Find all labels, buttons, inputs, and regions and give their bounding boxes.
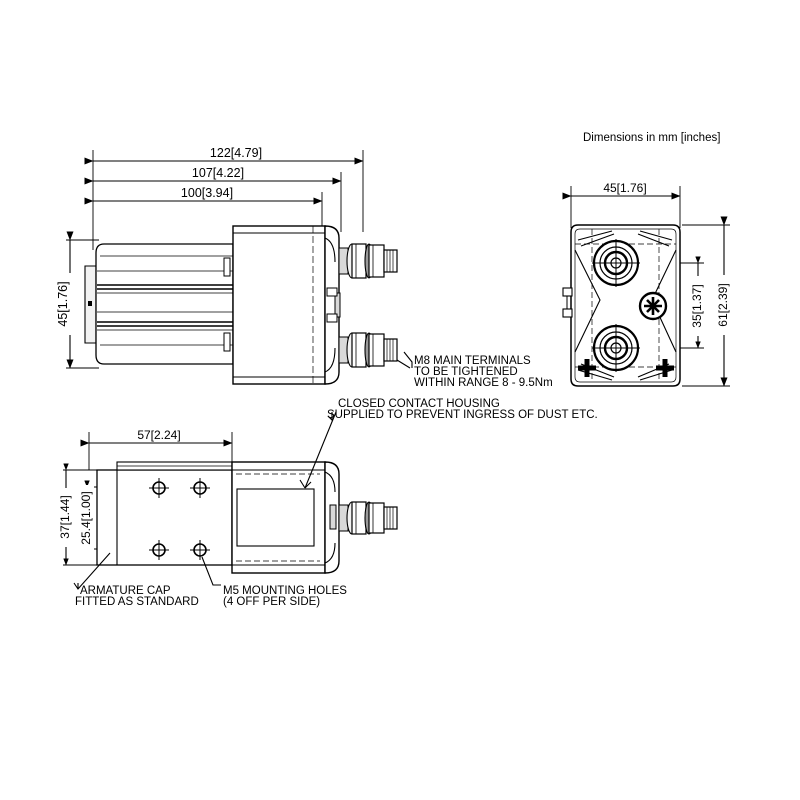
dimension-mounting-hole-pitch-width-label: 25.4[1.00] [79,491,93,544]
pozidriv-screw-icon [638,291,668,321]
end-elevation-view: 45[1.76] 35[1.37] 61[2.39] [562,180,731,387]
dimension-end-height-label: 61[2.39] [716,283,730,326]
dimension-terminal-centres-label: 35[1.37] [690,284,704,327]
dimension-mounting-hole-pitch-length-label: 57[2.24] [137,428,180,442]
callout-m5-mounting-holes-line1: M5 MOUNTING HOLES [223,585,347,597]
callout-closed-contact-housing: CLOSED CONTACT HOUSING SUPPLIED TO PREVE… [299,398,598,489]
callout-m8-terminals-line1: M8 MAIN TERMINALS [414,355,531,367]
corner-cross-mark-left [578,359,596,377]
corner-cross-mark-right [656,359,674,377]
armature-cap-side [84,265,97,344]
terminal-boss-lower [592,324,640,372]
dimension-body-height-label: 45[1.76] [56,281,70,326]
dimension-terminal-centres: 35[1.37] [690,256,705,349]
dimension-body-length: 100[3.94] [84,184,323,205]
mounting-hole [190,540,210,560]
callout-m8-terminals-line3: WITHIN RANGE 8 - 9.5Nm [414,377,553,389]
dimension-plan-width-label: 37[1.44] [58,495,72,538]
dimension-body-length-label: 100[3.94] [181,186,233,200]
mounting-hole [149,540,169,560]
dimension-body-to-stud-length-label: 107[4.22] [192,166,244,180]
dimension-body-height: 45[1.76] [56,231,99,369]
dimension-mounting-hole-pitch-length: 57[2.24] [80,427,233,447]
side-elevation-view: 122[4.79] 107[4.22] 100[3.94] 45[1.76] [56,144,553,389]
end-view-side-lug [562,287,573,318]
dimension-end-width: 45[1.76] [562,180,681,200]
mounting-hole [149,478,169,498]
terminal-stud-lower [338,332,398,368]
terminal-stud-plan [338,501,398,535]
coil-body-side [95,243,234,365]
dimension-mounting-hole-pitch-width: 25.4[1.00] [79,480,94,551]
dimension-end-height: 61[2.39] [716,216,731,387]
callout-armature-cap: ARMATURE CAP FITTED AS STANDARD [73,552,199,608]
dimension-end-width-label: 45[1.76] [603,181,646,195]
mounting-hole [190,478,210,498]
dimension-overall-length: 122[4.79] [84,144,364,165]
callout-m5-mounting-holes-line2: (4 OFF PER SIDE) [223,596,320,608]
callout-closed-contact-housing-line2: SUPPLIED TO PREVENT INGRESS OF DUST ETC. [327,409,598,421]
dimension-plan-width: 37[1.44] [58,463,73,566]
terminal-stud-upper [338,243,398,279]
dimension-overall-length-label: 122[4.79] [210,146,262,160]
callout-closed-contact-housing-line1: CLOSED CONTACT HOUSING [338,398,500,410]
callout-m8-terminals: M8 MAIN TERMINALS TO BE TIGHTENED WITHIN… [396,351,553,389]
contact-housing-plan [231,461,340,574]
contactor-housing-side [232,225,341,385]
callout-m5-mounting-holes: M5 MOUNTING HOLES (4 OFF PER SIDE) [201,556,347,608]
callout-armature-cap-line2: FITTED AS STANDARD [75,596,199,608]
units-note: Dimensions in mm [inches] [583,132,720,144]
dimension-body-to-stud-length: 107[4.22] [84,164,342,185]
terminal-boss-upper [592,239,640,287]
callout-m8-terminals-line2: TO BE TIGHTENED [414,366,518,378]
plan-view: 57[2.24] 37[1.44] 25.4[1.00] [58,398,598,608]
callout-armature-cap-line1: ARMATURE CAP [80,585,171,597]
